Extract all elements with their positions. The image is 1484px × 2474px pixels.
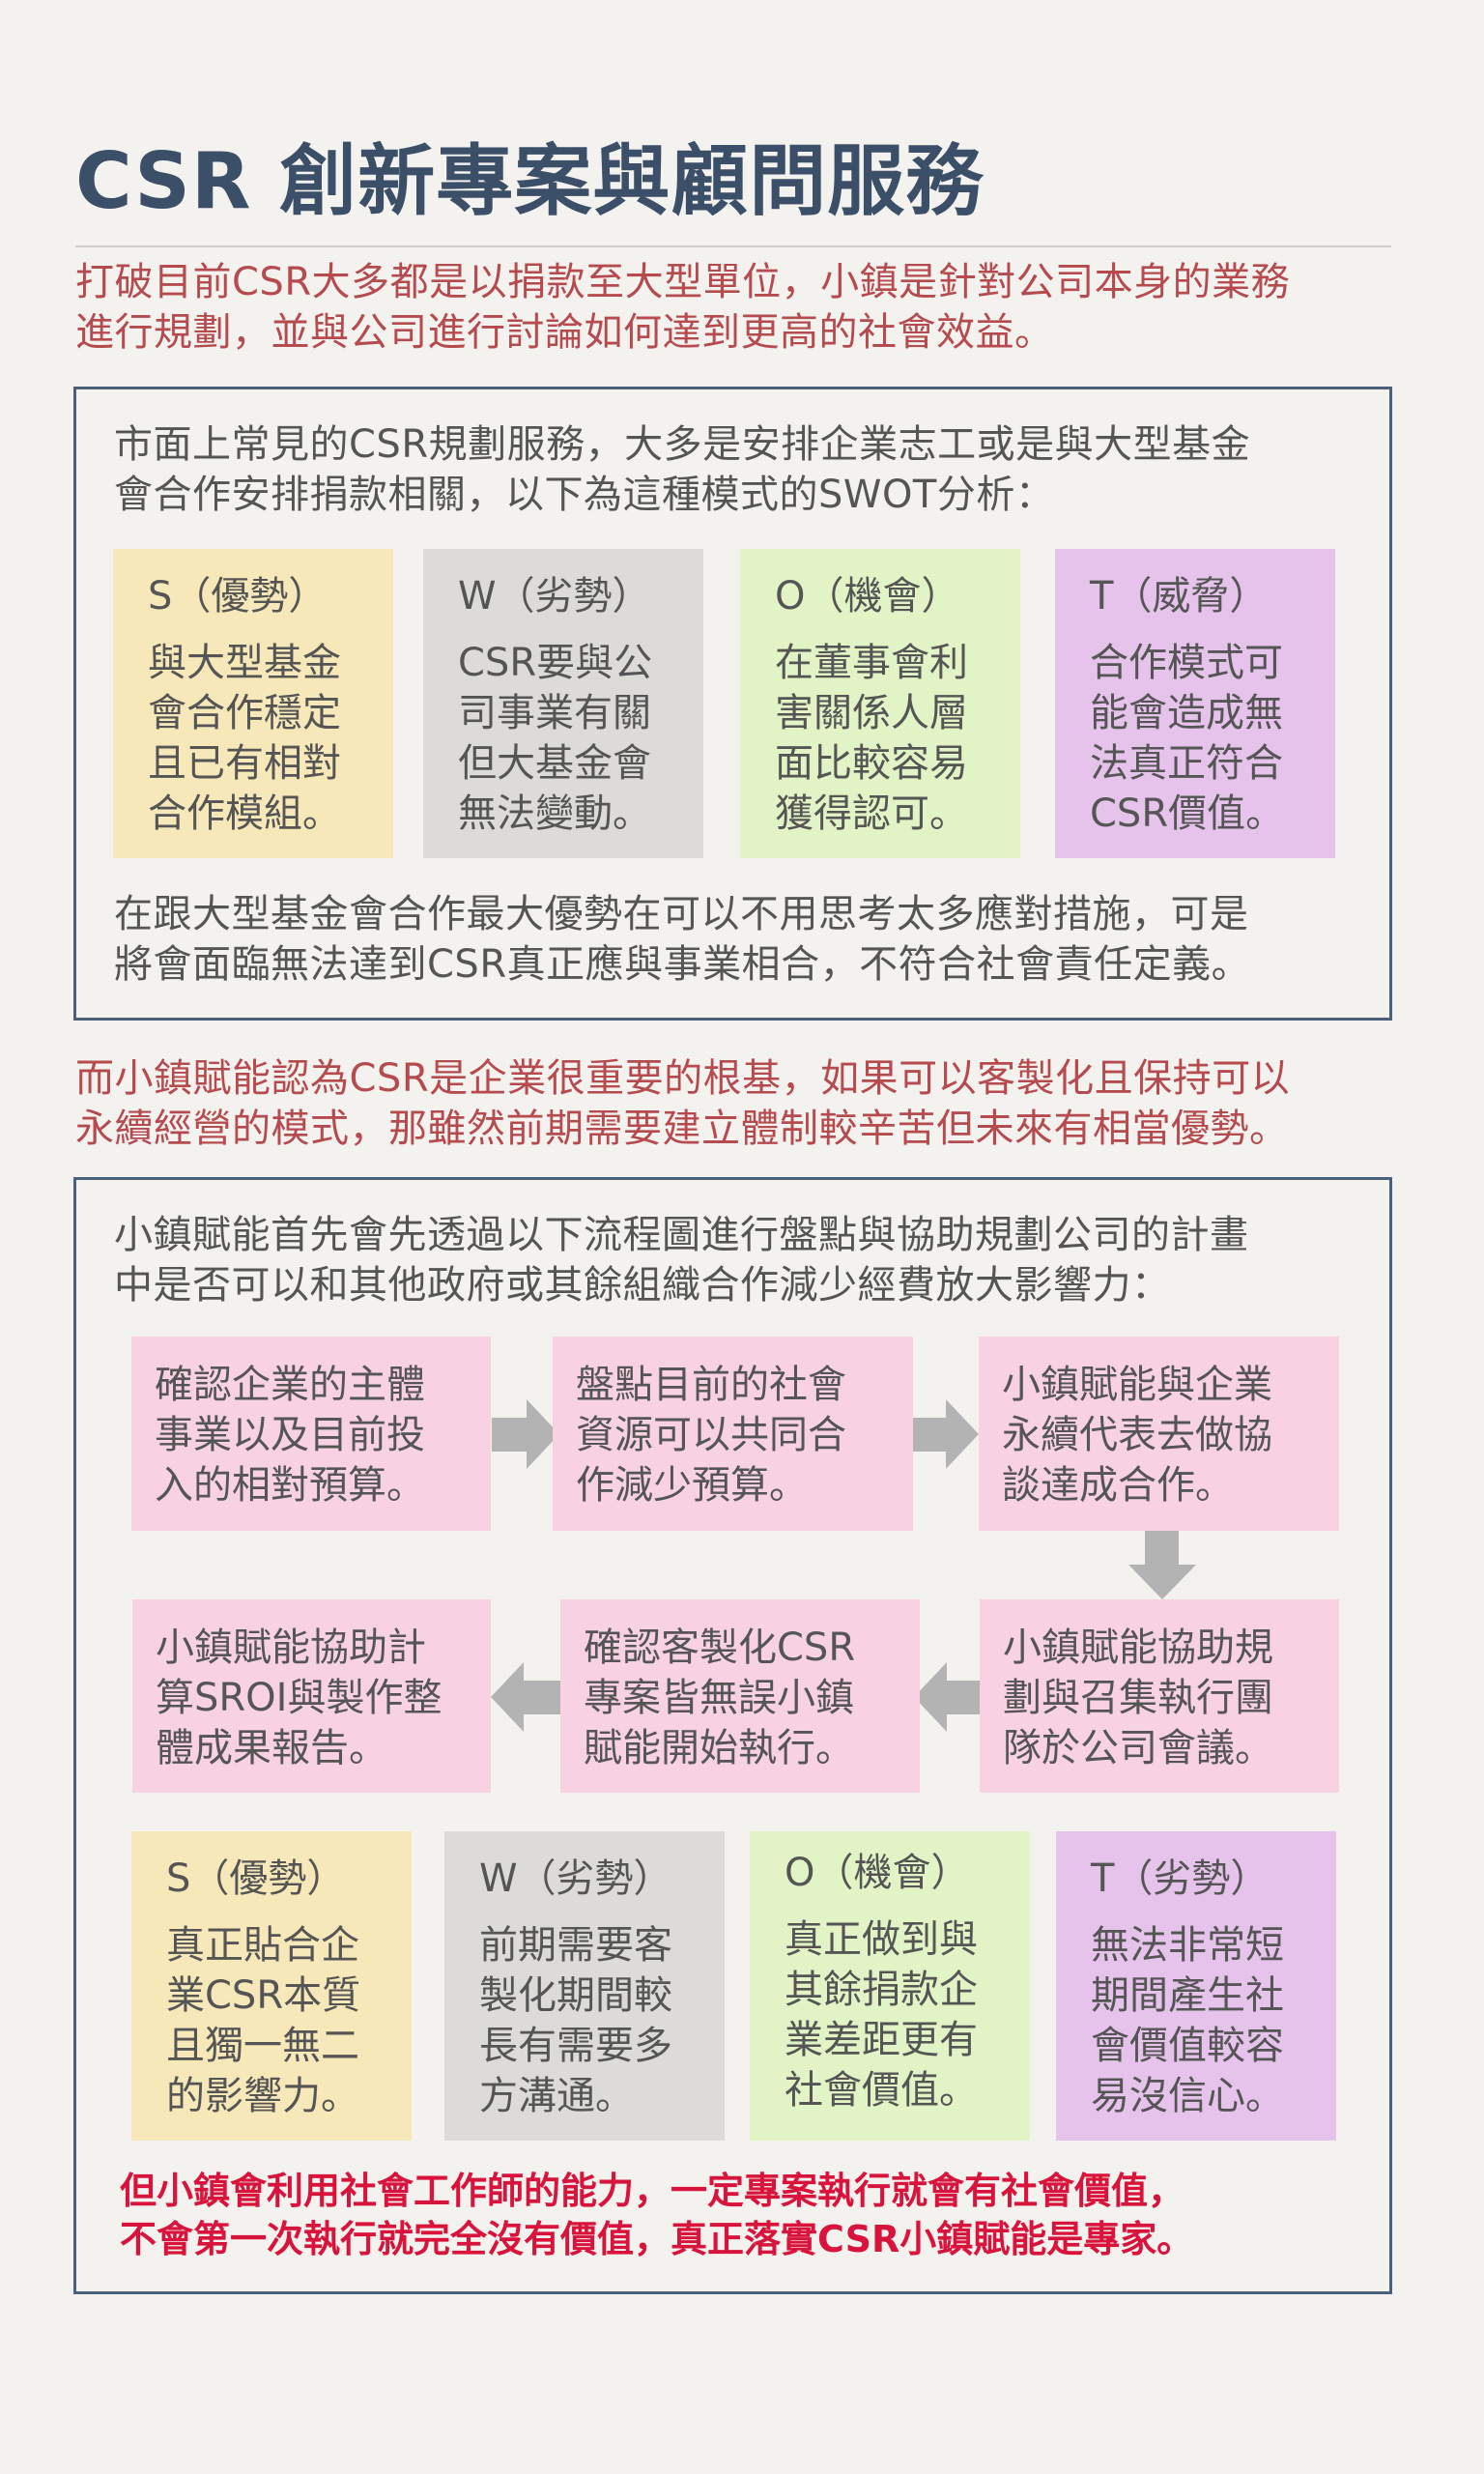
flow-step-2: 盤點目前的社會 資源可以共同合 作減少預算。 <box>553 1337 913 1531</box>
swot-heading: W（劣勢） <box>479 1856 672 1901</box>
traditional-csr-conclusion: 在跟大型基金會合作最大優勢在可以不用思考太多應對措施，可是 將會面臨無法達到CS… <box>114 892 1251 987</box>
flow-step-5: 確認客製化CSR 專案皆無誤小鎮 賦能開始執行。 <box>560 1599 920 1793</box>
swot-body: 在董事會利 害關係人層 面比較容易 獲得認可。 <box>775 641 968 836</box>
swot-card-weakness: W（劣勢） CSR要與公 司事業有關 但大基金會 無法變動。 <box>423 549 703 858</box>
arrow-right-icon <box>492 1397 559 1471</box>
swot-body: 真正貼合企 業CSR本質 且獨一無二 的影響力。 <box>166 1923 361 2118</box>
swot2-card-weakness: W（劣勢） 前期需要客 製化期間較 長有需要多 方溝通。 <box>444 1831 725 2141</box>
arrow-right-icon <box>913 1397 979 1471</box>
arrow-down-icon <box>1128 1531 1196 1599</box>
arrow-left-icon <box>914 1660 980 1734</box>
swot-card-opportunity: O（機會） 在董事會利 害關係人層 面比較容易 獲得認可。 <box>740 549 1020 858</box>
swot-body: 真正做到與 其餘捐款企 業差距更有 社會價值。 <box>785 1917 978 2113</box>
flow-step-3: 小鎮賦能與企業 永續代表去做協 談達成合作。 <box>979 1337 1339 1531</box>
swot-heading: S（優勢） <box>148 574 328 618</box>
swot-body: CSR要與公 司事業有關 但大基金會 無法變動。 <box>458 641 653 836</box>
arrow-left-icon <box>491 1660 560 1734</box>
swot2-card-strength: S（優勢） 真正貼合企 業CSR本質 且獨一無二 的影響力。 <box>131 1831 412 2141</box>
page-title: CSR 創新專案與顧問服務 <box>75 136 985 226</box>
flow-step-4: 小鎮賦能協助規 劃與召集執行團 隊於公司會議。 <box>980 1599 1339 1793</box>
swot2-card-opportunity: O（機會） 真正做到與 其餘捐款企 業差距更有 社會價值。 <box>750 1831 1030 2141</box>
swot-heading: W（劣勢） <box>458 574 651 618</box>
swot-heading: O（機會） <box>785 1851 970 1895</box>
title-divider <box>75 245 1391 247</box>
transition-text: 而小鎮賦能認為CSR是企業很重要的根基，如果可以客製化且保持可以 永續經營的模式… <box>75 1056 1291 1151</box>
swot-body: 合作模式可 能會造成無 法真正符合 CSR價值。 <box>1090 641 1285 836</box>
swot-body: 前期需要客 製化期間較 長有需要多 方溝通。 <box>479 1923 672 2118</box>
swot-heading: T（威脅） <box>1090 574 1269 618</box>
swot-heading: O（機會） <box>775 574 960 618</box>
swot-card-strength: S（優勢） 與大型基金 會合作穩定 且已有相對 合作模組。 <box>113 549 393 858</box>
swot2-card-threat: T（劣勢） 無法非常短 期間產生社 會價值較容 易沒信心。 <box>1056 1831 1336 2141</box>
swot-heading: T（劣勢） <box>1091 1856 1270 1901</box>
traditional-csr-intro: 市面上常見的CSR規劃服務，大多是安排企業志工或是與大型基金 會合作安排捐款相關… <box>114 422 1251 517</box>
intro-text: 打破目前CSR大多都是以捐款至大型單位，小鎮是針對公司本身的業務 進行規劃，並與… <box>75 260 1291 355</box>
swot-body: 無法非常短 期間產生社 會價值較容 易沒信心。 <box>1091 1923 1284 2118</box>
swot-heading: S（優勢） <box>166 1856 346 1901</box>
closing-statement: 但小鎮會利用社會工作師的能力，一定專案執行就會有社會價值， 不會第一次執行就完全… <box>120 2170 1194 2260</box>
custom-csr-intro: 小鎮賦能首先會先透過以下流程圖進行盤點與協助規劃公司的計畫 中是否可以和其他政府… <box>114 1213 1249 1308</box>
flow-step-1: 確認企業的主體 事業以及目前投 入的相對預算。 <box>131 1337 491 1531</box>
flow-step-6: 小鎮賦能協助計 算SROI與製作整 體成果報告。 <box>132 1599 491 1793</box>
swot-card-threat: T（威脅） 合作模式可 能會造成無 法真正符合 CSR價值。 <box>1055 549 1335 858</box>
swot-body: 與大型基金 會合作穩定 且已有相對 合作模組。 <box>148 641 341 836</box>
